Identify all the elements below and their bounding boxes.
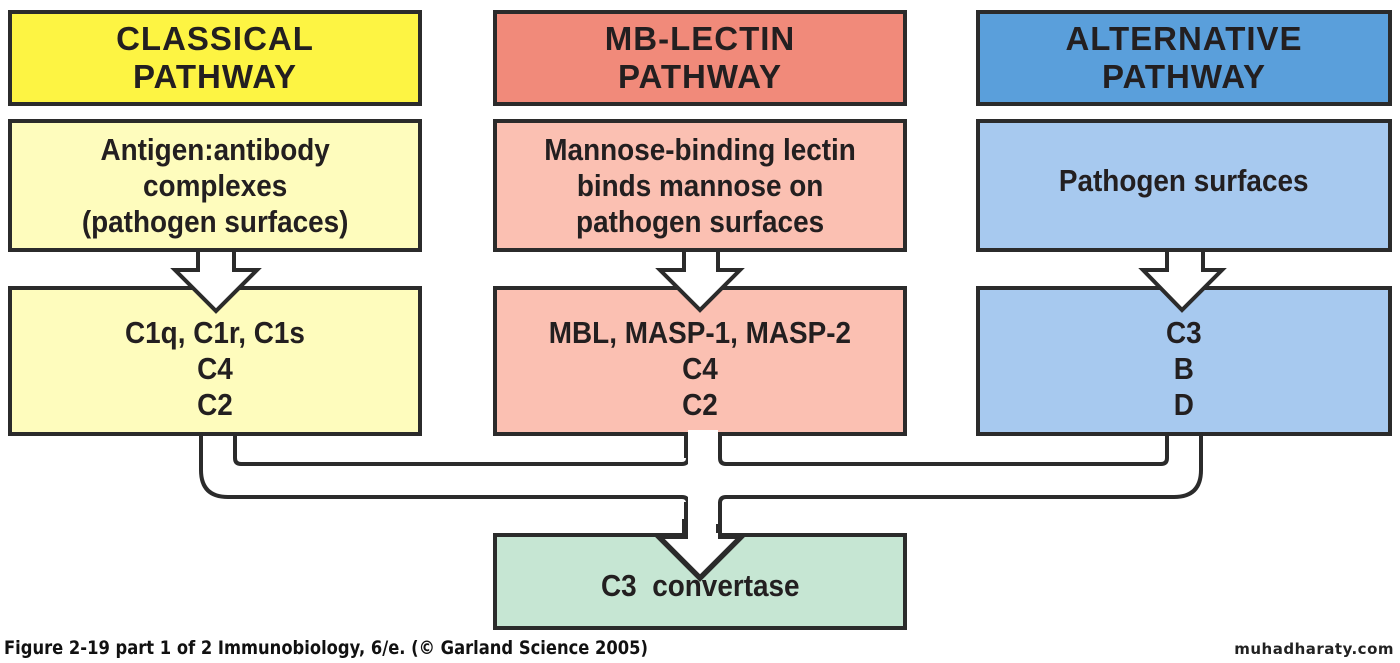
lectin-pathway-header: MB-LECTIN PATHWAY xyxy=(493,10,907,106)
classical-header-line-1: CLASSICAL xyxy=(116,20,314,57)
classical-trigger-line-2: complexes xyxy=(142,167,288,203)
lectin-header-line-1: MB-LECTIN xyxy=(604,20,796,57)
merge-pipe-inner-right xyxy=(718,434,1169,466)
alternative-trigger-box: Pathogen surfaces xyxy=(976,119,1392,252)
classical-components-box: C1q, C1r, C1s C4 C2 xyxy=(8,286,422,436)
alternative-trigger-line-1: Pathogen surfaces xyxy=(1059,163,1309,198)
c3-convertase-box: C3 convertase xyxy=(493,533,907,630)
lectin-trigger-box: Mannose-binding lectin binds mannose on … xyxy=(493,119,907,252)
classical-component-3: C2 xyxy=(197,387,233,422)
lectin-trigger-line-3: pathogen surfaces xyxy=(575,203,825,239)
lectin-component-2: C4 xyxy=(682,351,718,386)
merge-pipe-outer-left xyxy=(199,434,690,519)
c3-convertase-label: C3 convertase xyxy=(600,567,800,603)
classical-trigger-line-3: (pathogen surfaces) xyxy=(81,203,349,239)
lectin-trigger-line-2: binds mannose on xyxy=(576,167,824,203)
lectin-trigger-line-1: Mannose-binding lectin xyxy=(544,131,856,167)
alternative-component-1: C3 xyxy=(1166,315,1202,350)
alternative-component-3: D xyxy=(1173,387,1195,422)
figure-caption: Figure 2-19 part 1 of 2 Immunobiology, 6… xyxy=(4,637,649,659)
alternative-component-2: B xyxy=(1173,351,1195,386)
alternative-pathway-header: ALTERNATIVE PATHWAY xyxy=(976,10,1392,106)
alternative-components-box: C3 B D xyxy=(976,286,1392,436)
alternative-header-line-2: PATHWAY xyxy=(1101,58,1267,95)
lectin-components-box: MBL, MASP-1, MASP-2 C4 C2 xyxy=(493,286,907,436)
classical-component-2: C4 xyxy=(197,351,233,386)
lectin-header-line-2: PATHWAY xyxy=(617,58,783,95)
classical-trigger-line-1: Antigen:antibody xyxy=(100,131,330,167)
alternative-header-line-1: ALTERNATIVE xyxy=(1065,20,1303,57)
lectin-component-3: C2 xyxy=(682,387,718,422)
lectin-component-1: MBL, MASP-1, MASP-2 xyxy=(548,315,852,350)
merge-pipe-outer-right xyxy=(718,434,1203,519)
watermark: muhadharaty.com xyxy=(1234,640,1394,658)
merge-pipe-inner-left xyxy=(233,434,690,466)
classical-header-line-2: PATHWAY xyxy=(132,58,298,95)
classical-pathway-header: CLASSICAL PATHWAY xyxy=(8,10,422,106)
classical-component-1: C1q, C1r, C1s xyxy=(125,315,305,350)
classical-trigger-box: Antigen:antibody complexes (pathogen sur… xyxy=(8,119,422,252)
